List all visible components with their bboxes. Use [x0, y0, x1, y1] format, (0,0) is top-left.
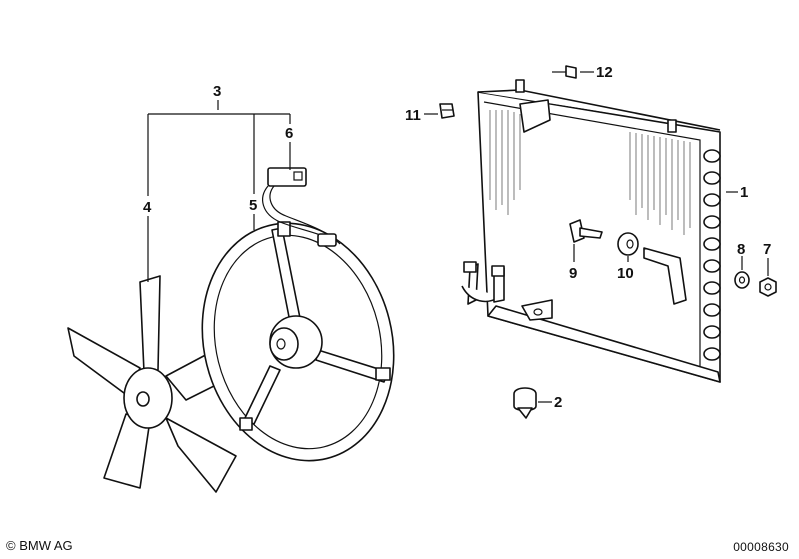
- callout-7: 7: [763, 241, 771, 258]
- callout-1: 1: [740, 184, 748, 201]
- callout-5: 5: [249, 197, 257, 214]
- bolt: [569, 219, 603, 243]
- wiring-harness: [262, 167, 341, 247]
- condenser-return-bends: [703, 149, 721, 361]
- leader-lines: [147, 71, 769, 403]
- clip-nut: [439, 103, 455, 119]
- callout-8: 8: [737, 241, 745, 258]
- hex-nut: [759, 277, 777, 297]
- screw: [552, 65, 577, 79]
- document-number: 00008630: [733, 540, 789, 554]
- fan-shroud: [201, 221, 395, 462]
- callout-12: 12: [596, 64, 613, 81]
- rubber-mount: [513, 387, 537, 419]
- washer: [734, 271, 750, 289]
- rubber-bushing: [617, 232, 639, 256]
- callout-10: 10: [617, 265, 634, 282]
- callout-3: 3: [213, 83, 221, 100]
- callout-6: 6: [285, 125, 293, 142]
- callout-4: 4: [143, 199, 152, 216]
- callout-11: 11: [405, 107, 421, 124]
- copyright-label: © BMW AG: [6, 538, 73, 553]
- callout-2: 2: [554, 394, 562, 411]
- callout-9: 9: [569, 265, 577, 282]
- condenser-fins: [489, 110, 691, 235]
